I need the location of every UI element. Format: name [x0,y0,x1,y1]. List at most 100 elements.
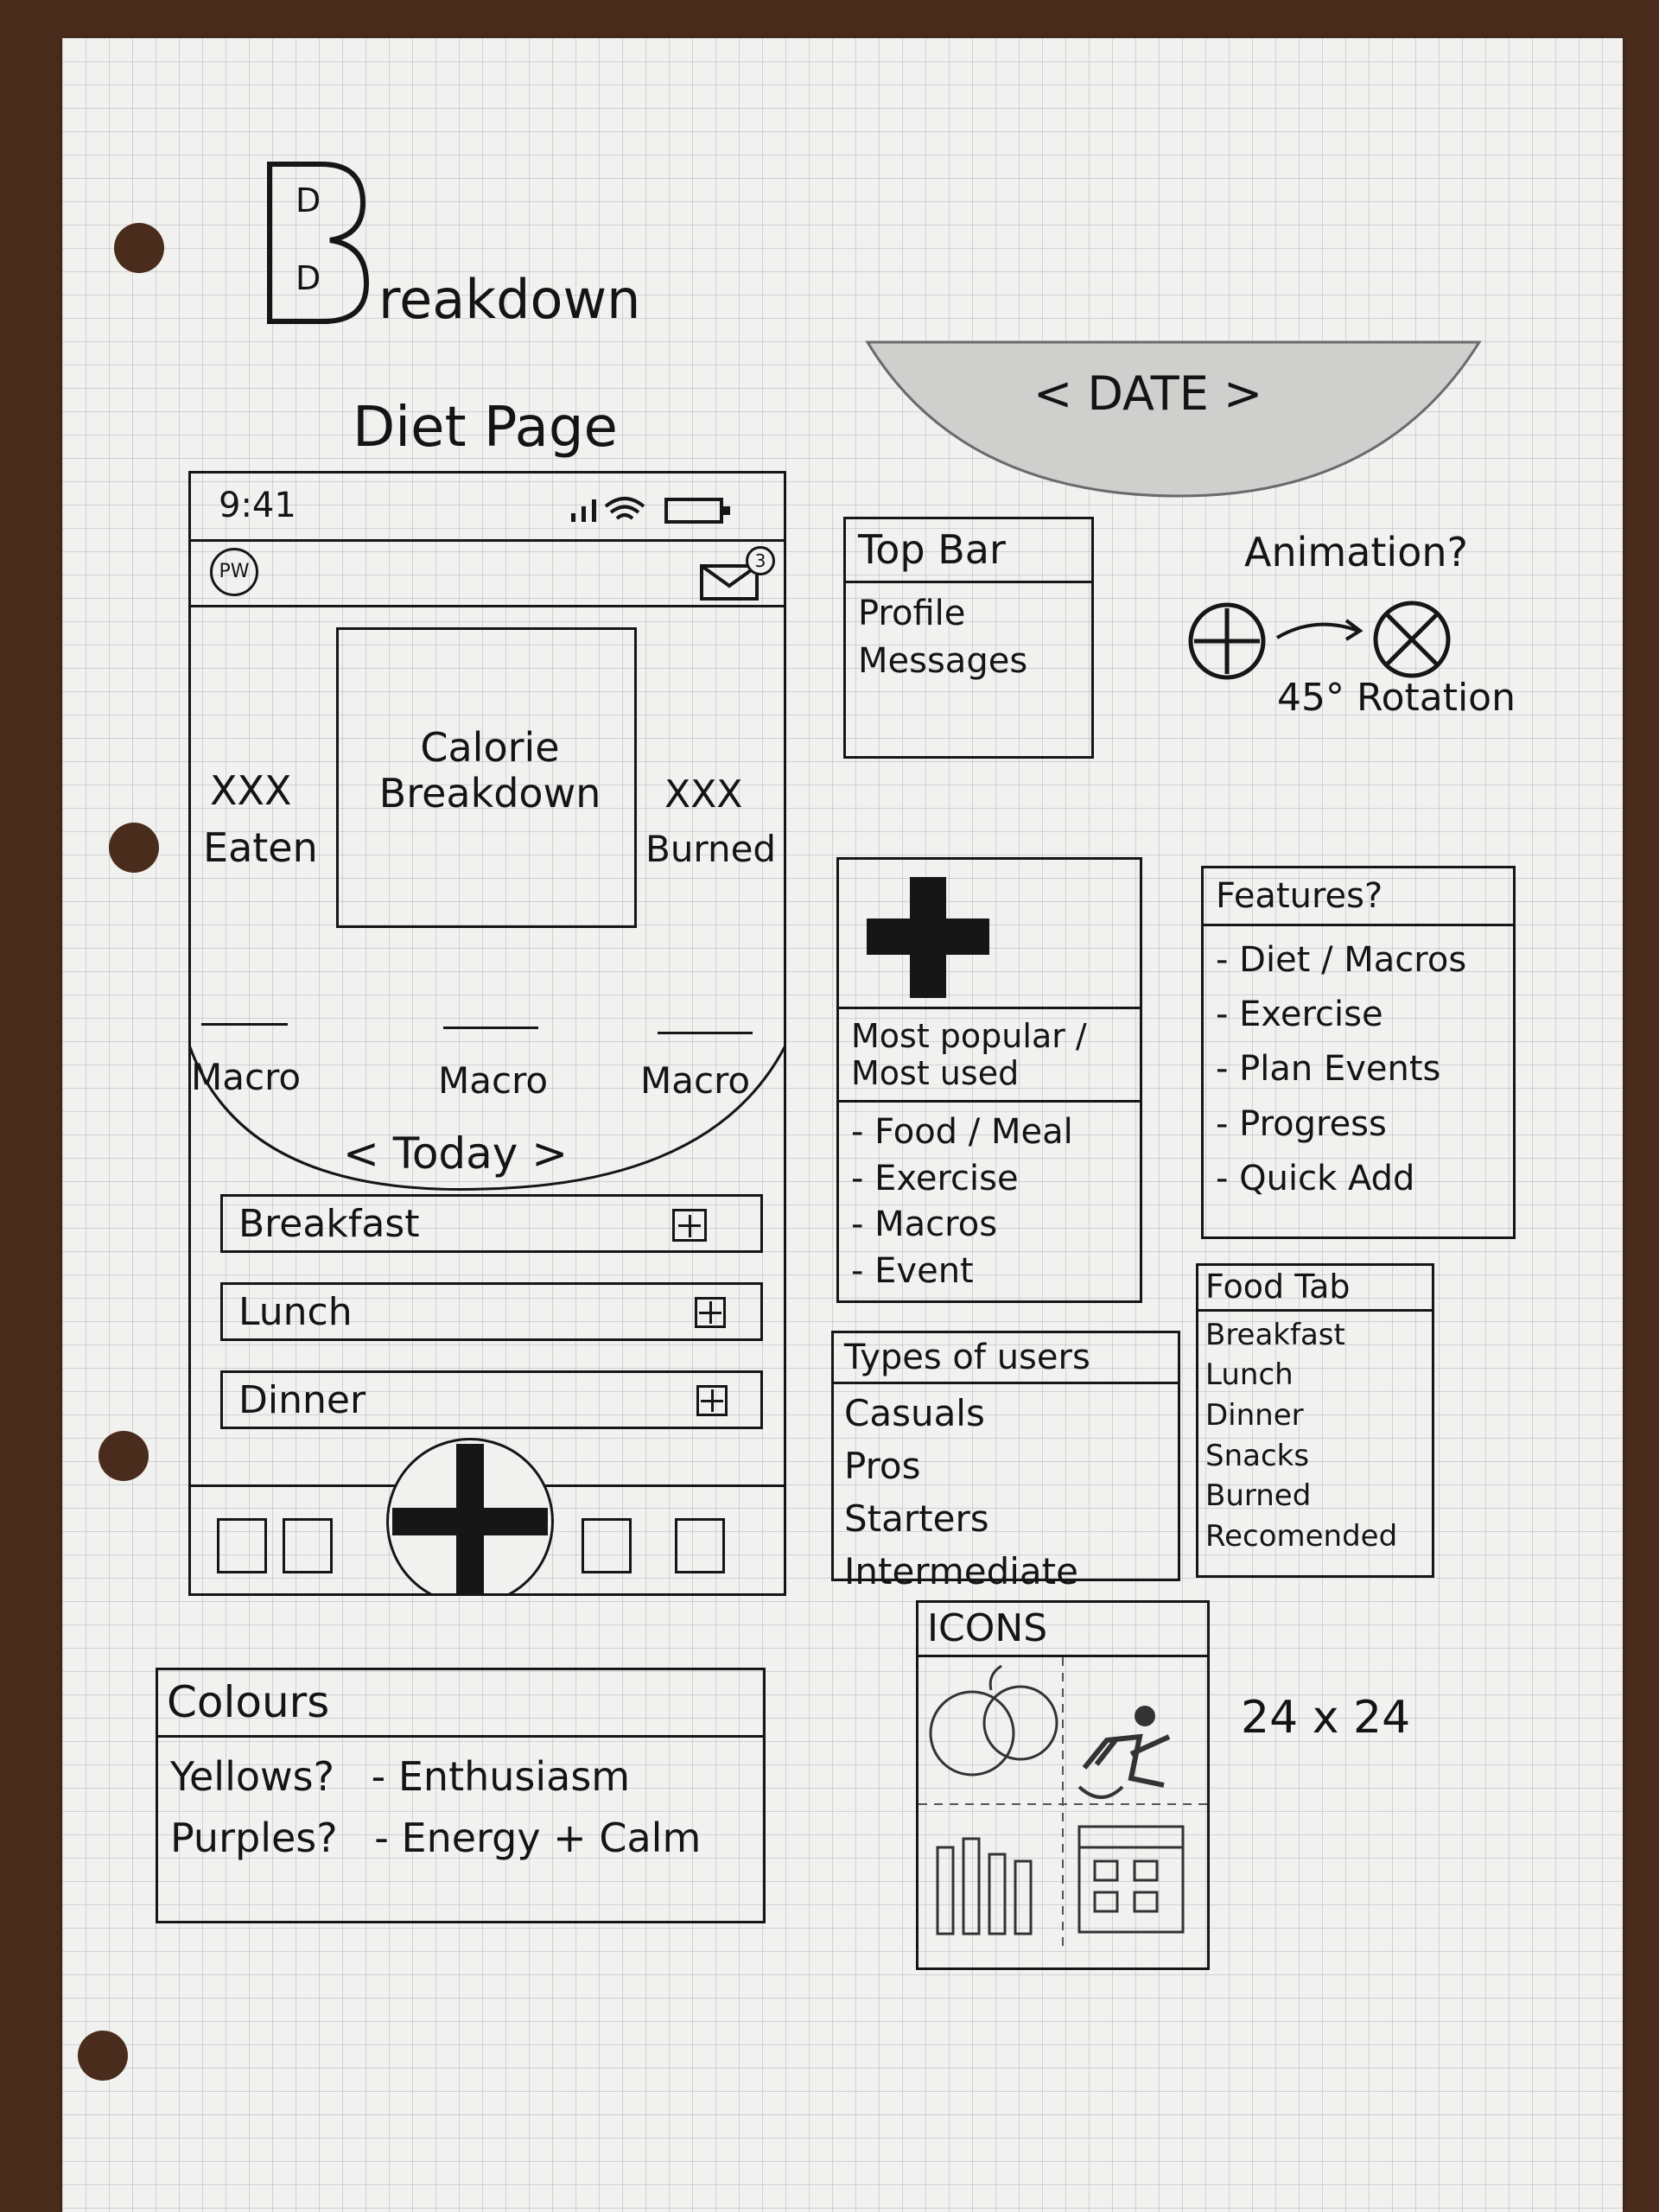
top-bar-notes: Top Bar Profile Messages [843,517,1094,759]
user-type-item: Intermediate [844,1549,1078,1592]
colours-title: Colours [158,1670,763,1738]
icons-notes: ICONS [916,1600,1210,1970]
meal-label: Lunch [238,1290,353,1334]
food-tab-item: Snacks [1205,1438,1310,1473]
rotation-label: 45° Rotation [1277,676,1516,720]
punch-hole [99,1431,149,1481]
icon-size-note: 24 x 24 [1241,1692,1411,1744]
notification-badge: 3 [746,546,775,575]
meal-row-lunch[interactable]: Lunch [220,1282,763,1341]
macro-bar [201,1023,288,1026]
icons-title: ICONS [918,1603,1207,1658]
punch-hole [78,2031,128,2081]
avatar-initials: PW [219,561,250,582]
food-tab-item: Burned [1205,1478,1312,1514]
eaten-value: XXX [210,767,292,814]
calorie-breakdown-label: Calorie Breakdown [378,724,601,817]
eaten-label: Eaten [203,824,318,871]
top-bar-item: Messages [858,640,1028,681]
colour-name: Purples? [170,1815,338,1862]
date-selector[interactable]: < DATE > [1033,366,1262,421]
plus-icon [392,1444,548,1593]
today-selector[interactable]: < Today > [343,1128,568,1179]
dashboard-arc [191,1046,784,1191]
punch-hole [109,823,159,873]
today-selector-label: < Today > [343,1128,569,1179]
burned-label: Burned [645,828,777,870]
top-bar-title: Top Bar [846,519,1091,583]
quick-add-item: - Exercise [851,1158,1019,1198]
punch-hole [114,223,164,273]
profile-avatar[interactable]: PW [210,548,258,596]
quick-add-item: - Macros [851,1205,998,1245]
runner-icon [1077,1706,1171,1800]
food-tab-notes: Food Tab Breakfast Lunch Dinner Snacks B… [1196,1263,1434,1578]
features-title: Features? [1204,868,1513,926]
signal-wifi-battery-icon [571,497,730,524]
types-of-users-notes: Types of users Casuals Pros Starters Int… [831,1331,1180,1592]
date-selector-label: < DATE > [1033,366,1263,421]
date-header-arc [865,340,1482,498]
status-time: 9:41 [219,486,296,525]
food-tab-item: Breakfast [1205,1317,1345,1352]
logo-inner-letter: D [296,259,321,297]
feature-item: - Quick Add [1216,1158,1415,1198]
user-type-item: Pros [844,1444,921,1487]
food-tab-item: Dinner [1205,1397,1304,1433]
messages-button[interactable]: 3 [699,546,777,605]
feature-item: - Exercise [1216,995,1383,1035]
add-meal-icon[interactable] [695,1297,726,1328]
meal-label: Dinner [238,1378,366,1422]
apple-icon [929,1665,1058,1777]
tab-icon-4[interactable] [675,1518,725,1573]
user-type-item: Casuals [844,1392,985,1434]
calorie-breakdown-chart[interactable]: Calorie Breakdown [336,627,637,928]
logo-inner-letter: D [296,181,321,219]
colour-meaning: - Energy + Calm [374,1815,702,1862]
food-tab-title: Food Tab [1198,1266,1432,1312]
animation-question: Animation? [1244,529,1468,575]
quick-add-plus-area [839,860,1140,1009]
icon-sketches [918,1657,1207,1952]
macro-bar [443,1027,538,1029]
tab-icon-3[interactable] [582,1518,632,1573]
diet-page-label: Diet Page [353,396,618,460]
status-bar: 9:41 [191,474,784,542]
colour-row: Yellows? - Enthusiasm [170,1746,751,1808]
food-tab-item: Lunch [1205,1357,1294,1393]
features-notes: Features? - Diet / Macros - Exercise - P… [1201,866,1516,1239]
plus-to-close-animation-icon [1188,601,1451,680]
plus-icon [867,877,989,998]
bar-chart-icon [936,1837,1033,1936]
colour-row: Purples? - Energy + Calm [170,1808,751,1869]
notification-count: 3 [754,550,766,571]
colours-notes: Colours Yellows? - Enthusiasm Purples? -… [156,1668,766,1923]
quick-add-item: - Event [851,1250,974,1291]
quick-add-header: Most popular / Most used [839,1009,1140,1103]
feature-item: - Progress [1216,1103,1387,1144]
quick-add-item: - Food / Meal [851,1112,1073,1153]
app-logo: D D [261,156,373,328]
quick-add-button[interactable] [386,1438,554,1593]
colour-meaning: - Enthusiasm [371,1753,631,1800]
tab-icon-2[interactable] [283,1518,333,1573]
top-bar-item: Profile [858,593,966,633]
meal-row-breakfast[interactable]: Breakfast [220,1194,763,1253]
macro-label: Macro [191,1056,302,1098]
envelope-icon [700,564,759,601]
meal-label: Breakfast [238,1202,420,1246]
top-bar: PW 3 [191,541,784,607]
quick-add-menu-notes: Most popular / Most used - Food / Meal -… [836,857,1142,1303]
logo-b-icon [267,162,370,324]
meal-row-dinner[interactable]: Dinner [220,1370,763,1429]
add-meal-icon[interactable] [696,1385,728,1416]
add-meal-icon[interactable] [672,1209,707,1242]
phone-frame: 9:41 PW 3 Calorie Breakdown XXX Eaten [188,471,786,1596]
app-title-text: reakdown [378,268,641,331]
tab-icon-1[interactable] [217,1518,267,1573]
macro-label: Macro [438,1059,549,1102]
user-type-item: Starters [844,1497,989,1540]
food-tab-item: Recomended [1205,1518,1398,1554]
feature-item: - Diet / Macros [1216,940,1467,980]
calendar-icon [1077,1825,1185,1934]
